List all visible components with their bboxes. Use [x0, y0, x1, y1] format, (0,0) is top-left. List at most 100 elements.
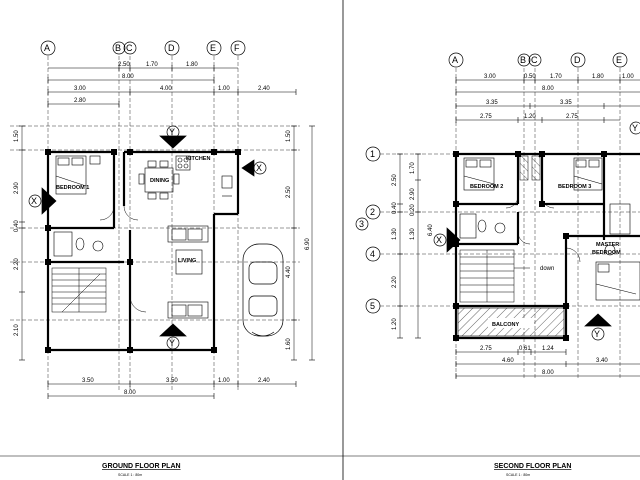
ground-grid-b: B — [115, 43, 121, 53]
second-dim-l2-3: 1.30 — [410, 228, 416, 240]
second-dim-t4-2: 2.75 — [566, 114, 578, 120]
bed-2 — [463, 157, 495, 191]
ground-dim-l-0: 1.50 — [14, 130, 20, 142]
ground-toilet — [53, 231, 104, 257]
ground-dim-l-1: 2.90 — [14, 182, 20, 194]
dining-table — [138, 160, 180, 200]
second-grid-c: C — [531, 55, 538, 65]
second-floor-plan: A B C D E 1 2 3 4 5 — [355, 52, 640, 477]
second-grid-d: D — [574, 55, 581, 65]
second-doors — [505, 195, 581, 263]
second-dim-b1-2: 1.24 — [542, 346, 554, 352]
second-grid-4: 4 — [370, 249, 375, 259]
ground-section-x-left: X — [31, 196, 37, 206]
ground-section-markers — [28, 125, 267, 350]
second-dim-l1-1: 0.40 — [392, 202, 398, 214]
bed-3 — [573, 157, 603, 191]
second-section-y-top: Y — [632, 123, 638, 133]
second-dim-t4-1: 1.20 — [524, 114, 536, 120]
ground-dim-ticks — [19, 65, 315, 399]
second-grid-1: 1 — [370, 149, 375, 159]
ground-dim-b1-0: 3.50 — [82, 378, 94, 384]
room-bedroom-1: BEDROOM 1 — [56, 185, 89, 191]
second-dim-lines — [399, 79, 640, 377]
ground-section-x-right: X — [256, 163, 262, 173]
bed-1 — [55, 155, 101, 195]
second-section-markers — [433, 121, 640, 341]
ground-walls — [46, 150, 240, 352]
second-grid-e: E — [616, 55, 622, 65]
second-dim-l1-0: 2.50 — [392, 174, 398, 186]
ground-floor-title: GROUND FLOOR PLAN — [102, 463, 181, 470]
ground-dim-r-2: 4.40 — [286, 266, 292, 278]
ground-dim-l-3: 2.20 — [14, 258, 20, 270]
second-dim-t1-1: 0.50 — [524, 74, 536, 80]
ground-dim-l-2: 0.40 — [14, 220, 20, 232]
bed-master — [595, 244, 640, 301]
ground-dim-t1-2: 1.80 — [186, 62, 198, 68]
ground-dim-t2-0: 8.00 — [122, 74, 134, 80]
room-living: LIVING — [178, 258, 196, 264]
second-dim-b1-0: 2.75 — [480, 346, 492, 352]
ground-grid-a: A — [44, 43, 50, 53]
second-grid-a: A — [452, 55, 458, 65]
second-dim-t4-0: 2.75 — [480, 114, 492, 120]
room-dining: DINING — [150, 178, 169, 184]
ground-floor-plan: A B C D E F — [10, 40, 315, 477]
second-dim-t3-0: 3.35 — [486, 100, 498, 106]
second-grid-3: 3 — [359, 219, 364, 229]
room-master-2: BEDROOM — [592, 250, 621, 256]
second-floor-title: SECOND FLOOR PLAN — [494, 463, 571, 470]
ground-dim-b1-2: 1.00 — [218, 378, 230, 384]
room-bedroom-2: BEDROOM 2 — [470, 184, 503, 190]
second-dim-b1-1: 0.61 — [519, 346, 531, 352]
room-kitchen: KITCHEN — [186, 156, 210, 162]
ground-dim-t1-0: 2.50 — [118, 62, 130, 68]
second-dim-ticks — [397, 77, 621, 379]
second-dim-t1-3: 1.80 — [592, 74, 604, 80]
second-floor-scale: SCALE 1 : 80m — [506, 473, 530, 477]
second-grid-b: B — [520, 55, 526, 65]
ground-dim-l-4: 2.10 — [14, 324, 20, 336]
closet-hatch-1 — [519, 155, 529, 181]
ground-dim-b-total: 8.00 — [124, 390, 136, 396]
ground-dim-r-1: 2.50 — [286, 186, 292, 198]
stair-down-label: down — [540, 266, 554, 272]
ground-grid-f: F — [234, 43, 240, 53]
ground-dim-t4-0: 2.80 — [74, 98, 86, 104]
second-dim-b2-0: 4.60 — [502, 358, 514, 364]
second-dim-l2-0: 1.70 — [410, 162, 416, 174]
second-dim-t2-0: 8.00 — [542, 86, 554, 92]
second-dim-l2-1: 2.90 — [410, 188, 416, 200]
second-section-x: X — [436, 235, 442, 245]
second-dim-t3-1: 3.35 — [560, 100, 572, 106]
second-dim-l2-2: 0.20 — [410, 204, 416, 216]
room-master-1: MASTER — [596, 242, 619, 248]
ground-dim-t3-1: 4.00 — [160, 86, 172, 92]
second-dim-l1-4: 1.20 — [392, 318, 398, 330]
ground-dim-r-total: 6.90 — [305, 238, 311, 250]
kitchen-counter — [175, 155, 233, 197]
ground-dim-r-0: 1.50 — [286, 130, 292, 142]
ground-dim-t1-1: 1.70 — [146, 62, 158, 68]
ground-dim-t3-2: 1.00 — [218, 86, 230, 92]
closet-hatch-2 — [531, 155, 541, 181]
ground-section-y-top: Y — [169, 127, 175, 137]
ground-grid-lines — [10, 56, 300, 392]
ground-stair — [51, 267, 107, 313]
second-dim-b2-1: 3.40 — [596, 358, 608, 364]
second-dim-t1-0: 3.00 — [484, 74, 496, 80]
second-grid-5: 5 — [370, 301, 375, 311]
second-stair — [459, 249, 530, 303]
ground-columns — [45, 149, 241, 353]
second-grid-2: 2 — [370, 207, 375, 217]
second-dim-l2-4: 6.40 — [428, 224, 434, 236]
ground-section-y-bottom: Y — [169, 338, 175, 348]
room-balcony: BALCONY — [492, 322, 520, 328]
ground-dim-lines — [21, 67, 313, 397]
room-bedroom-3: BEDROOM 3 — [558, 184, 591, 190]
second-dim-l1-3: 2.20 — [392, 276, 398, 288]
car-icon — [242, 243, 284, 337]
ground-grid-c: C — [126, 43, 133, 53]
